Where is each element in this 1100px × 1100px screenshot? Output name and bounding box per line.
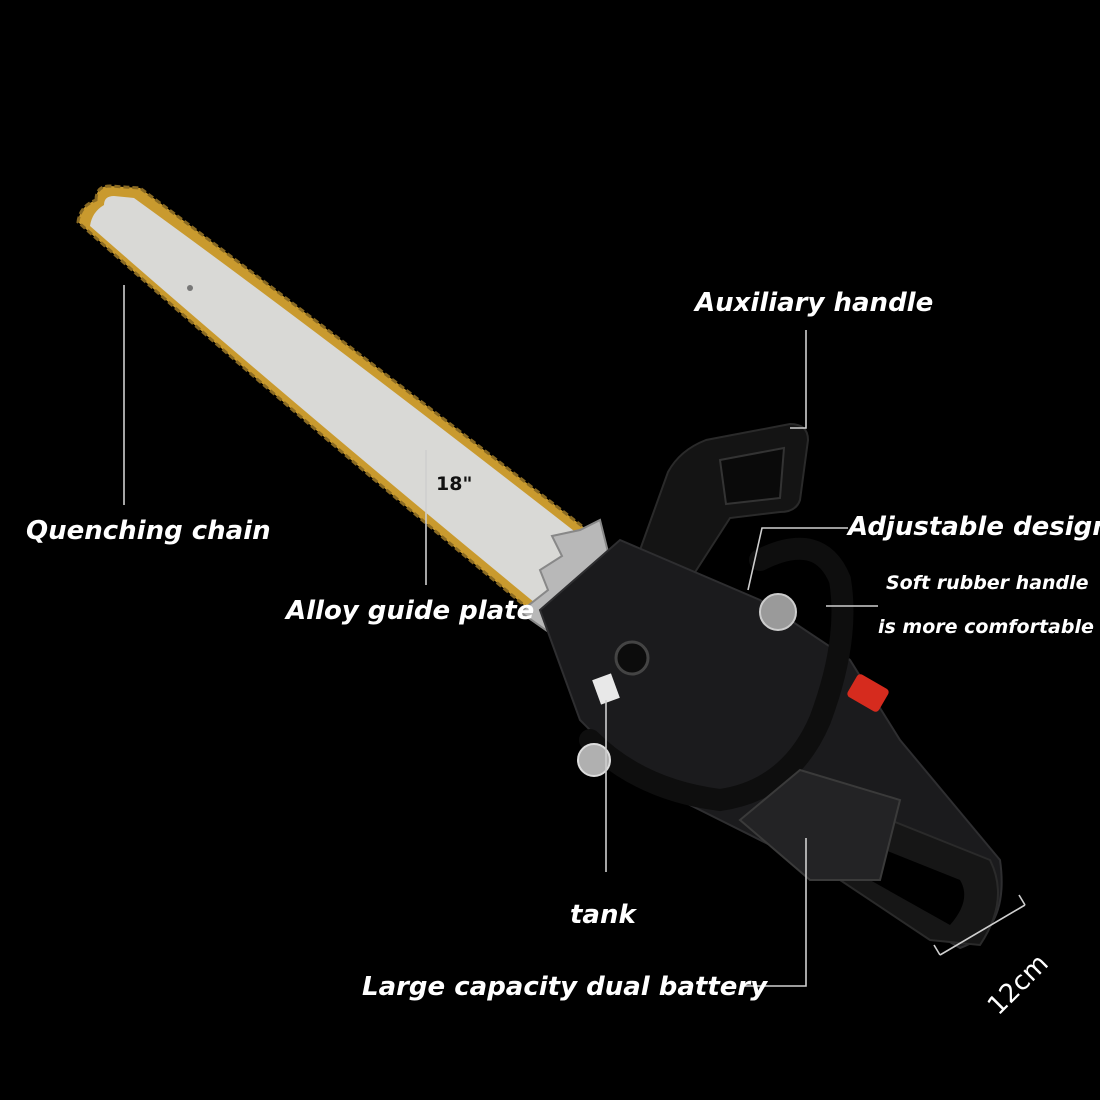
bar-rivet xyxy=(187,285,193,291)
label-auxiliary-handle: Auxiliary handle xyxy=(695,288,934,318)
label-tank: tank xyxy=(570,900,636,930)
battery-pack xyxy=(738,768,902,881)
rear-handle-opening xyxy=(860,840,965,925)
callout-lines xyxy=(123,285,878,987)
label-quenching-chain: Quenching chain xyxy=(26,516,271,546)
dimension-marker xyxy=(933,894,1026,956)
auxiliary-handle-grip xyxy=(718,446,786,506)
alloy-guide-plate xyxy=(90,196,592,612)
tension-knob xyxy=(614,640,650,676)
line-auxiliary-handle xyxy=(790,330,807,429)
label-battery: Large capacity dual battery xyxy=(362,972,768,1002)
line-adjustable-design xyxy=(747,527,848,591)
line-battery xyxy=(744,838,807,987)
label-adjustable-design: Adjustable design xyxy=(848,512,1100,542)
bar-size-label: 18" xyxy=(436,473,472,495)
soft-rubber-handle xyxy=(579,537,854,812)
guide-bar: 18" xyxy=(76,184,602,628)
power-switch xyxy=(847,674,889,712)
label-soft-rubber-line2: is more comfortable xyxy=(878,616,1094,638)
label-soft-rubber-line1: Soft rubber handle xyxy=(886,572,1089,594)
tank-window xyxy=(592,673,620,705)
gear-housing xyxy=(759,593,797,631)
oil-cap xyxy=(577,743,611,777)
label-alloy-guide-plate: Alloy guide plate xyxy=(286,596,535,626)
